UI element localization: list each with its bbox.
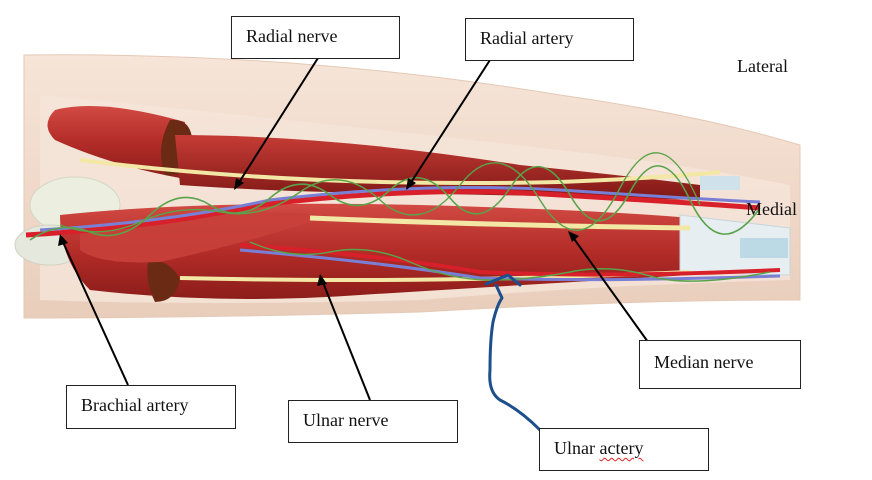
pointer-radial-artery: [409, 59, 491, 185]
arrowhead-median-nerve: [568, 231, 579, 242]
pointer-ulnar-nerve: [321, 279, 371, 401]
label-ulnar-nerve-text: Ulnar nerve: [303, 410, 389, 430]
label-radial-nerve-text: Radial nerve: [246, 26, 338, 46]
label-ulnar-nerve: Ulnar nerve: [288, 400, 458, 443]
tendon-block-upper: [700, 176, 740, 190]
brachial-artery-line: [25, 189, 761, 238]
label-median-nerve-text: Median nerve: [654, 352, 754, 372]
arrowhead-radial-artery: [406, 178, 416, 190]
tendons: [679, 214, 791, 276]
fine-vessels-lower: [249, 241, 771, 282]
label-ulnar-artery-prefix: Ulnar: [554, 438, 600, 458]
ulnar-artery-pen-pointer: [484, 273, 542, 432]
label-radial-nerve: Radial nerve: [231, 16, 400, 59]
vein-line-lower: [239, 248, 781, 282]
label-lateral: Lateral: [737, 56, 788, 76]
arrowhead-ulnar-nerve: [317, 274, 327, 286]
arrowhead-brachial-artery: [58, 234, 68, 246]
label-ulnar-artery: Ulnar actery: [539, 428, 709, 471]
label-median-nerve: Median nerve: [639, 340, 801, 389]
radial-nerve-line: [79, 158, 721, 186]
label-brachial-artery: Brachial artery: [66, 385, 236, 429]
pointer-median-nerve: [571, 235, 649, 343]
pointer-radial-nerve: [237, 57, 319, 185]
label-medial: Medial: [746, 199, 797, 219]
arrowhead-radial-nerve: [234, 178, 244, 190]
pointer-brachial-artery: [61, 239, 129, 386]
label-ulnar-artery-misspelled: actery: [599, 438, 644, 458]
label-radial-artery: Radial artery: [465, 18, 634, 61]
vein-line-upper: [39, 186, 761, 232]
label-radial-artery-text: Radial artery: [480, 28, 574, 48]
cut-muscle-lower: [147, 261, 180, 302]
cut-muscle-upper: [47, 106, 185, 178]
tendon-block: [740, 238, 788, 258]
fine-vessels-upper: [29, 165, 761, 241]
median-nerve-line: [309, 215, 691, 231]
label-brachial-artery-text: Brachial artery: [81, 395, 189, 415]
fine-vessels-upper-2: [59, 152, 701, 233]
